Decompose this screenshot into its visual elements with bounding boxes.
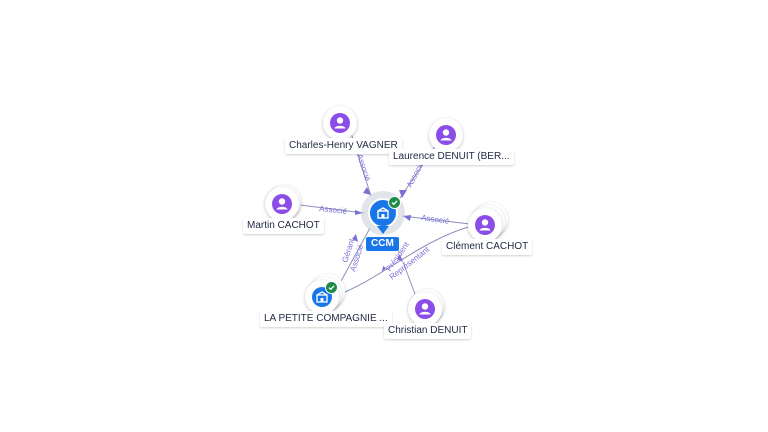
node-laurence-denuit[interactable] [429,118,463,152]
node-christian-denuit[interactable] [408,289,444,326]
center-pin-tip [377,226,389,234]
edge-label-clement: Associé [421,213,451,226]
person-ring [265,187,299,221]
node-label: Laurence DENUIT (BER... [389,149,514,165]
edge-clement [401,215,471,225]
person-icon [330,113,350,133]
person-ring [323,106,357,140]
person-icon [272,194,292,214]
arrow-head [397,254,403,262]
node-label: Christian DENUIT [384,323,472,339]
person-icon [475,215,495,235]
edge-label-martin: Associé [319,204,348,216]
verified-check-icon [325,281,338,294]
arrow-head [363,187,371,195]
person-icon [415,299,435,319]
node-martin-cachot[interactable] [265,185,301,221]
verified-check-icon [388,196,401,209]
node-label: Clément CACHOT [442,239,533,255]
company-ring [305,280,339,314]
arrow-head [382,266,386,272]
edge-company [339,227,371,284]
node-charles-henry-vagner[interactable] [323,106,357,140]
center-node-ccm[interactable] [361,191,405,251]
person-ring [429,118,463,152]
arrow-head [399,190,407,198]
building-icon [377,207,389,219]
node-label: Martin CACHOT [243,218,324,234]
edge-label-charles: Associé [355,153,372,183]
edge-christian [402,261,416,295]
node-label: Charles-Henry VAGNER [285,138,402,154]
node-clement-cachot[interactable] [468,202,508,242]
arrow-head [403,215,411,221]
person-ring [408,292,442,326]
person-icon [436,125,456,145]
person-ring [468,208,502,242]
arrow-head [352,234,358,242]
center-label: CCM [366,237,399,251]
arrow-head [355,210,363,215]
edge-martin [299,204,365,214]
node-label: LA PETITE COMPAGNIE ... [260,311,392,327]
node-la-petite-compagnie[interactable] [305,274,345,314]
